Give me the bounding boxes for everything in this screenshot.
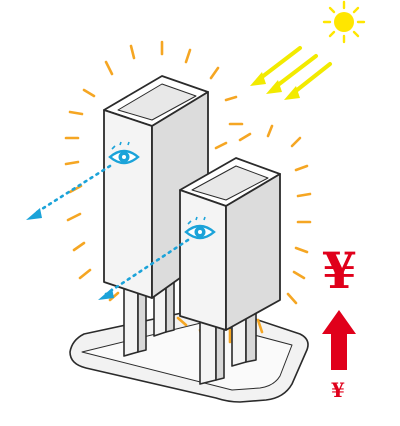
up-arrow-icon — [322, 310, 356, 370]
view-line-tall — [32, 164, 112, 216]
short-tower-pillars — [199, 307, 257, 385]
sunlight-arrowheads — [250, 72, 300, 100]
short-tower — [179, 157, 281, 331]
sun-icon — [322, 0, 366, 44]
sunlight-arrows — [256, 46, 332, 96]
view-lines — [32, 164, 190, 296]
eye-icon — [108, 141, 140, 165]
arrowhead-short — [98, 288, 114, 300]
view-line-short — [104, 238, 190, 296]
yen-small: ¥ — [331, 378, 345, 402]
yen-large: ¥ — [322, 241, 357, 300]
view-arrowheads — [26, 208, 114, 300]
arrowhead-tall — [26, 208, 42, 220]
base-slab — [69, 306, 309, 403]
eye-icon — [184, 216, 216, 240]
